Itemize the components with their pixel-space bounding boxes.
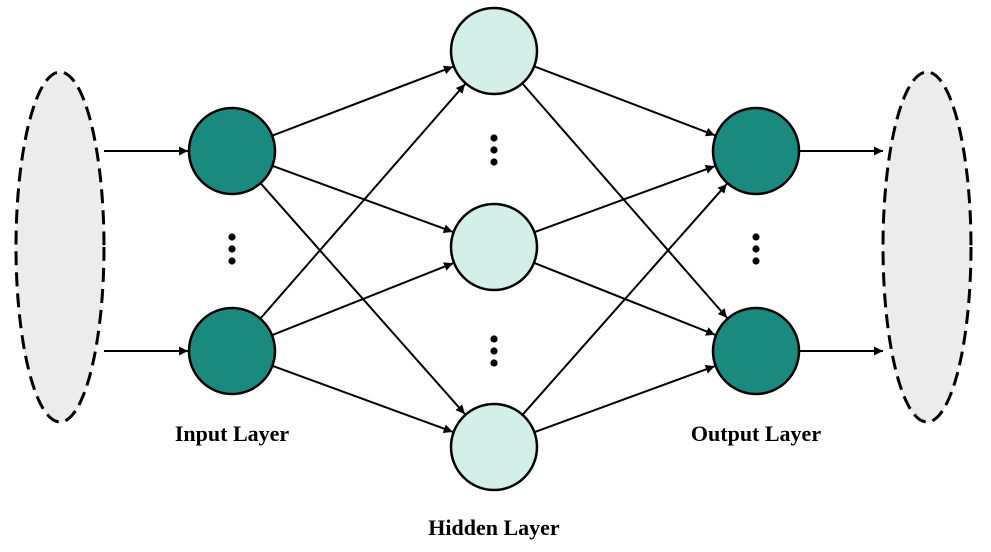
hidden-ellipsis-upper-dot-2 xyxy=(490,146,498,154)
edge-input2-hidden3 xyxy=(272,364,454,433)
hidden-node-3 xyxy=(449,402,539,492)
input-ellipsis-dot-2 xyxy=(228,245,236,253)
output-layer-label: Output Layer xyxy=(691,421,821,446)
output-node-2 xyxy=(711,306,801,396)
hidden-ellipsis-upper-dot-1 xyxy=(490,134,498,142)
input-layer-label: Input Layer xyxy=(175,421,290,446)
edge-hidden3-output1 xyxy=(521,183,728,416)
ellipsis-dots xyxy=(228,134,760,367)
input-ellipsis-dot-3 xyxy=(228,257,236,265)
edge-hidden2-output1 xyxy=(534,165,716,234)
hidden-node-1 xyxy=(449,6,539,96)
hidden-ellipsis-lower-dot-2 xyxy=(490,347,498,355)
output-node-1 xyxy=(711,106,801,196)
input-node-2 xyxy=(187,306,277,396)
input-ellipsis-dot-1 xyxy=(228,233,236,241)
hidden-ellipsis-upper-dot-3 xyxy=(490,158,498,166)
edge-input2-hidden2 xyxy=(271,262,454,337)
connection-edges xyxy=(104,65,883,434)
hidden-layer-label: Hidden Layer xyxy=(428,515,560,540)
edge-input1-hidden2 xyxy=(272,164,454,233)
output-data-ellipse xyxy=(881,70,973,424)
output-ellipsis-dot-3 xyxy=(752,257,760,265)
edge-input2-hidden1 xyxy=(259,83,466,320)
input-data-ellipse xyxy=(14,70,106,424)
edge-hidden1-output1 xyxy=(533,65,716,137)
edge-hidden1-output2 xyxy=(521,82,728,319)
hidden-ellipsis-lower-dot-1 xyxy=(490,335,498,343)
output-ellipsis-dot-1 xyxy=(752,233,760,241)
network-nodes xyxy=(187,6,801,492)
output-ellipsis-dot-2 xyxy=(752,245,760,253)
hidden-node-2 xyxy=(449,202,539,292)
hidden-ellipsis-lower-dot-3 xyxy=(490,359,498,367)
input-node-1 xyxy=(187,106,277,196)
edge-hidden3-output2 xyxy=(534,365,716,434)
edge-input1-hidden1 xyxy=(271,65,454,137)
